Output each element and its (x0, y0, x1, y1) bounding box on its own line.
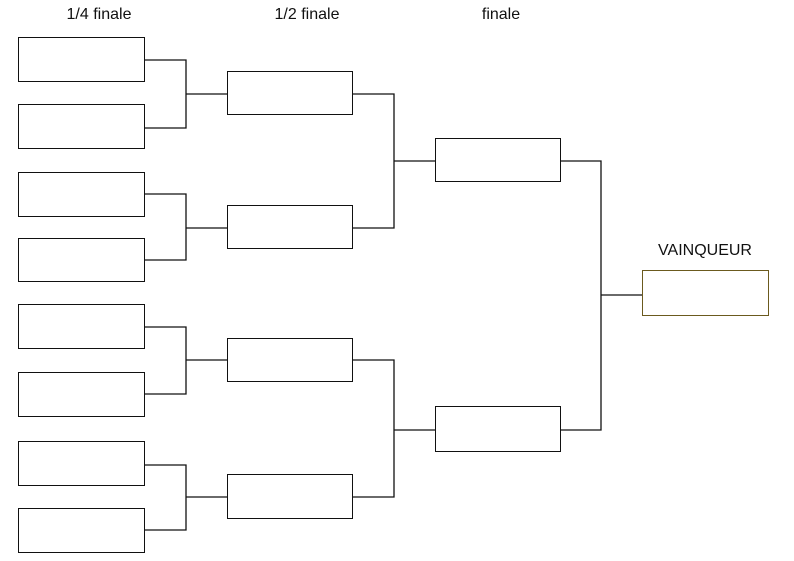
connector-sf1-sf2 (352, 93, 395, 229)
winner-slot[interactable] (642, 270, 769, 316)
semi-final-slot-1[interactable] (227, 71, 353, 115)
quarter-final-slot-7[interactable] (18, 441, 145, 486)
final-slot-2[interactable] (435, 406, 561, 452)
quarter-final-slot-8[interactable] (18, 508, 145, 553)
quarter-final-slot-6[interactable] (18, 372, 145, 417)
quarter-final-slot-4[interactable] (18, 238, 145, 282)
final-label: finale (481, 6, 521, 23)
connector-qf5-qf6 (144, 326, 187, 395)
semi-final-slot-3[interactable] (227, 338, 353, 382)
quarter-final-slot-2[interactable] (18, 104, 145, 149)
final-slot-1[interactable] (435, 138, 561, 182)
quarter-final-label: 1/4 finale (66, 6, 132, 23)
quarter-final-slot-1[interactable] (18, 37, 145, 82)
semi-final-label: 1/2 finale (274, 6, 340, 23)
connector-f1-f2 (560, 160, 602, 431)
semi-final-slot-4[interactable] (227, 474, 353, 519)
connector-sf3-sf4 (352, 359, 395, 498)
winner-label: VAINQUEUR (658, 242, 752, 259)
quarter-final-slot-5[interactable] (18, 304, 145, 349)
connector-qf3-qf4 (144, 193, 187, 261)
quarter-final-slot-3[interactable] (18, 172, 145, 217)
semi-final-slot-2[interactable] (227, 205, 353, 249)
connector-qf1-qf2 (144, 59, 187, 129)
connector-qf7-qf8 (144, 464, 187, 531)
